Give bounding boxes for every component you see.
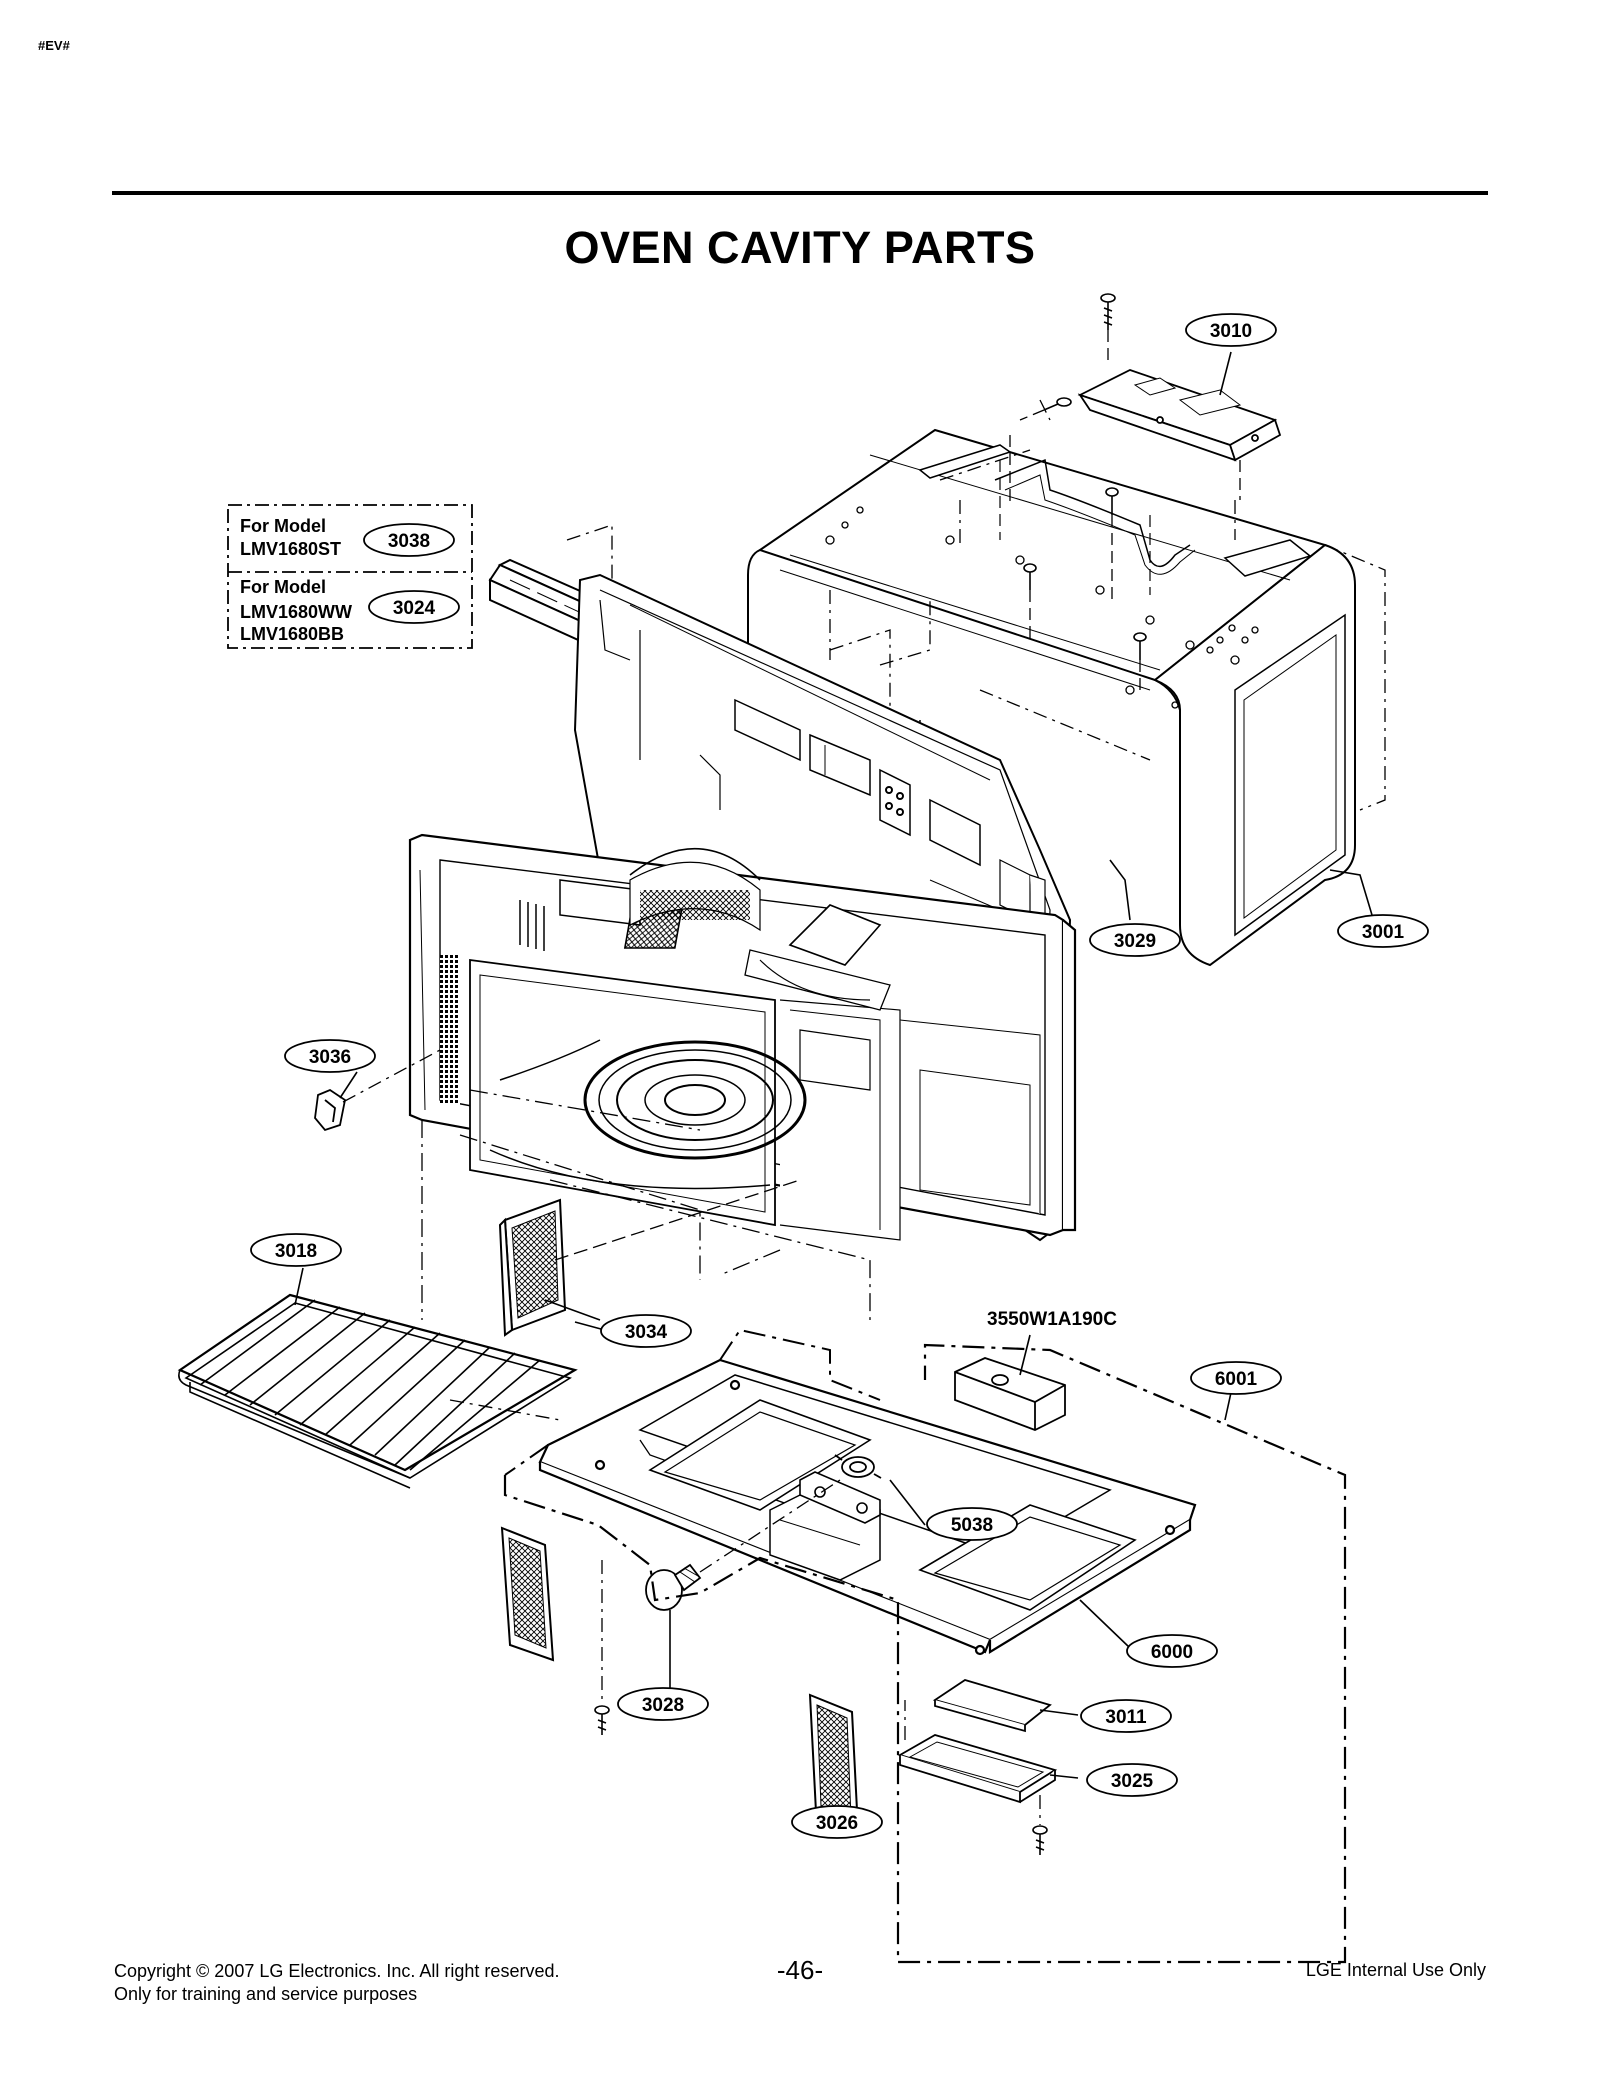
model-name: LMV1680WW — [240, 602, 352, 622]
callout-3028: 3028 — [617, 1687, 709, 1721]
page-tag: #EV# — [38, 38, 70, 53]
callout-3025: 3025 — [1086, 1763, 1178, 1797]
callout-3001: 3001 — [1337, 914, 1429, 948]
screw — [594, 1705, 1048, 1855]
copyright-text: Copyright © 2007 LG Electronics. Inc. Al… — [114, 1961, 560, 1981]
callout-3034: 3034 — [600, 1314, 692, 1348]
callout-label: 3026 — [816, 1813, 858, 1834]
lamp-lens — [932, 1679, 1052, 1733]
grease-filter-left — [500, 1526, 555, 1662]
model-name: LMV1680BB — [240, 624, 344, 644]
callout-3038: 3038 — [363, 523, 455, 557]
part-number: 3550W1A190C — [987, 1309, 1117, 1330]
top-bracket — [1077, 369, 1282, 462]
assembly-boundary — [503, 1343, 1347, 1964]
footer-copyright: Copyright © 2007 LG Electronics. Inc. Al… — [114, 1960, 559, 2006]
lamp-cover — [897, 1734, 1058, 1804]
header-rule — [112, 191, 1488, 195]
training-note: Only for training and service purposes — [114, 1984, 418, 2004]
callout-label: 3001 — [1362, 922, 1405, 943]
callout-label: 3034 — [625, 1322, 668, 1343]
callout-label: 3036 — [309, 1047, 351, 1068]
thermostat — [834, 1454, 882, 1479]
callout-label: 3029 — [1114, 931, 1156, 952]
wire-rack — [177, 1293, 578, 1489]
screw — [1023, 293, 1147, 660]
page-number: -46- — [776, 1955, 824, 1985]
page-title: OVEN CAVITY PARTS — [564, 222, 1036, 273]
callout-3010: 3010 — [1185, 313, 1277, 347]
model-box-text: For Model LMV1680ST For Model LMV1680WW … — [240, 516, 352, 644]
callout-3026: 3026 — [791, 1805, 883, 1839]
part-number-label: 3550W1A190C — [987, 1309, 1117, 1330]
callout-3029: 3029 — [1089, 923, 1181, 957]
callout-label: 3025 — [1111, 1771, 1154, 1792]
magnetron-area — [623, 847, 891, 1011]
callout-label: 3024 — [393, 598, 436, 619]
latch — [314, 1088, 347, 1132]
oven-cavity — [408, 833, 1077, 1241]
bracket — [799, 1471, 881, 1524]
callout-label: 3010 — [1210, 321, 1252, 342]
callout-label: 6001 — [1215, 1369, 1258, 1390]
callout-label: 3028 — [642, 1695, 684, 1716]
callout-3024: 3024 — [368, 590, 460, 624]
callout-label: 6000 — [1151, 1642, 1193, 1663]
callout-3018: 3018 — [250, 1233, 342, 1267]
model-box — [227, 504, 473, 649]
callout-label: 3018 — [275, 1241, 317, 1262]
callout-6000: 6000 — [1126, 1634, 1218, 1668]
callout-label: 3038 — [388, 531, 430, 552]
turntable-rings — [489, 1039, 807, 1190]
callout-3036: 3036 — [284, 1039, 376, 1073]
callout-5038: 5038 — [926, 1507, 1018, 1541]
model-label: For Model — [240, 516, 326, 536]
sensor-cover — [954, 1357, 1066, 1431]
callout-3011: 3011 — [1080, 1699, 1172, 1733]
callout-label: 5038 — [951, 1515, 993, 1536]
outer-cabinet — [747, 428, 1356, 967]
model-label: For Model — [240, 577, 326, 597]
cover-plate — [498, 1198, 567, 1337]
callout-label: 3011 — [1105, 1707, 1147, 1728]
callout-6001: 6001 — [1190, 1361, 1282, 1395]
internal-use-note: LGE Internal Use Only — [1305, 1960, 1486, 1980]
model-name: LMV1680ST — [240, 539, 341, 559]
grease-filter-right — [808, 1693, 860, 1832]
